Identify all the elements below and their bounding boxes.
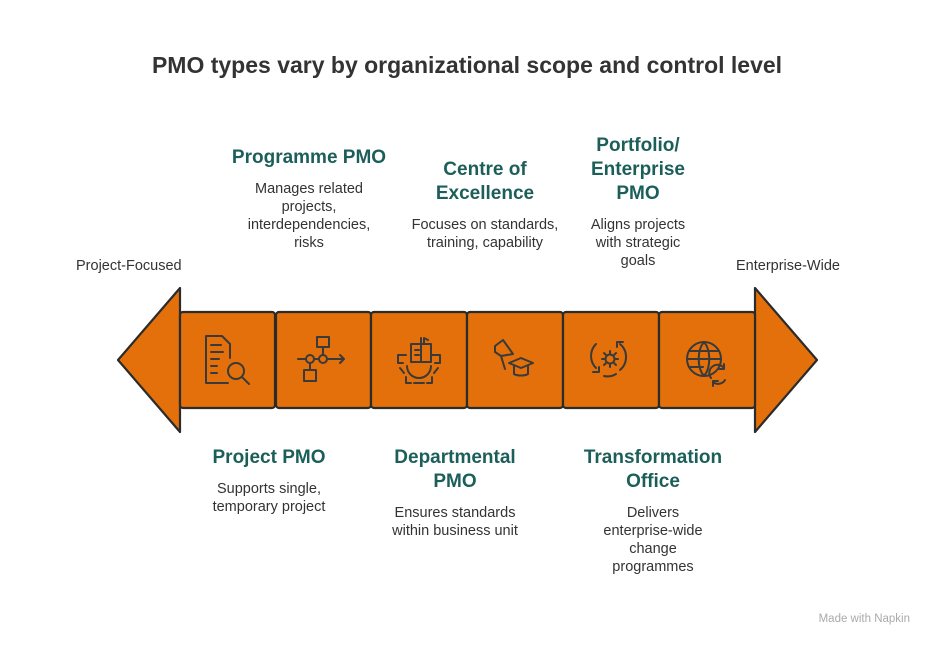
flowchart-icon	[297, 336, 345, 382]
stage-description: Focuses on standards, training, capabili…	[411, 217, 559, 251]
globe-refresh-icon	[686, 341, 726, 387]
stage-title: Departmental PMO	[394, 447, 516, 492]
segment-3	[369, 310, 469, 410]
stage-portfolio-enterprise-pmo: Portfolio/ Enterprise PMO Aligns project…	[553, 134, 723, 270]
stage-transformation-office: Transformation Office Delivers enterpris…	[568, 446, 738, 576]
stage-title: Transformation Office	[583, 447, 723, 492]
segment-1	[178, 310, 277, 410]
stage-title: Project PMO	[212, 447, 326, 468]
left-arrowhead	[116, 286, 182, 434]
stage-project-pmo: Project PMO Supports single, temporary p…	[184, 446, 354, 516]
page-title: PMO types vary by organizational scope a…	[151, 52, 783, 78]
right-arrowhead	[753, 286, 819, 434]
stage-centre-of-excellence: Centre of Excellence Focuses on standard…	[400, 158, 570, 252]
stage-description: Manages related projects, interdependenc…	[247, 181, 371, 251]
left-end-label: Project-Focused	[76, 258, 182, 274]
stage-title: Centre of Excellence	[435, 159, 535, 204]
stage-departmental-pmo: Departmental PMO Ensures standards withi…	[370, 446, 540, 540]
segment-2	[274, 310, 373, 410]
stage-description: Delivers enterprise-wide change programm…	[603, 505, 703, 575]
building-gear-icon	[397, 337, 441, 384]
megaphone-graduation-icon	[494, 339, 534, 377]
stage-programme-pmo: Programme PMO Manages related projects, …	[224, 146, 394, 252]
stage-description: Supports single, temporary project	[212, 481, 326, 515]
napkin-watermark: Made with Napkin	[818, 613, 910, 625]
document-search-icon	[205, 335, 250, 385]
stage-title: Portfolio/ Enterprise PMO	[591, 135, 685, 204]
stage-title: Programme PMO	[231, 147, 387, 168]
segment-5	[561, 310, 661, 410]
gear-cycle-icon	[590, 341, 627, 378]
right-end-label: Enterprise-Wide	[736, 258, 840, 274]
stage-description: Aligns projects with strategic goals	[590, 217, 686, 269]
stage-description: Ensures standards within business unit	[392, 505, 518, 539]
